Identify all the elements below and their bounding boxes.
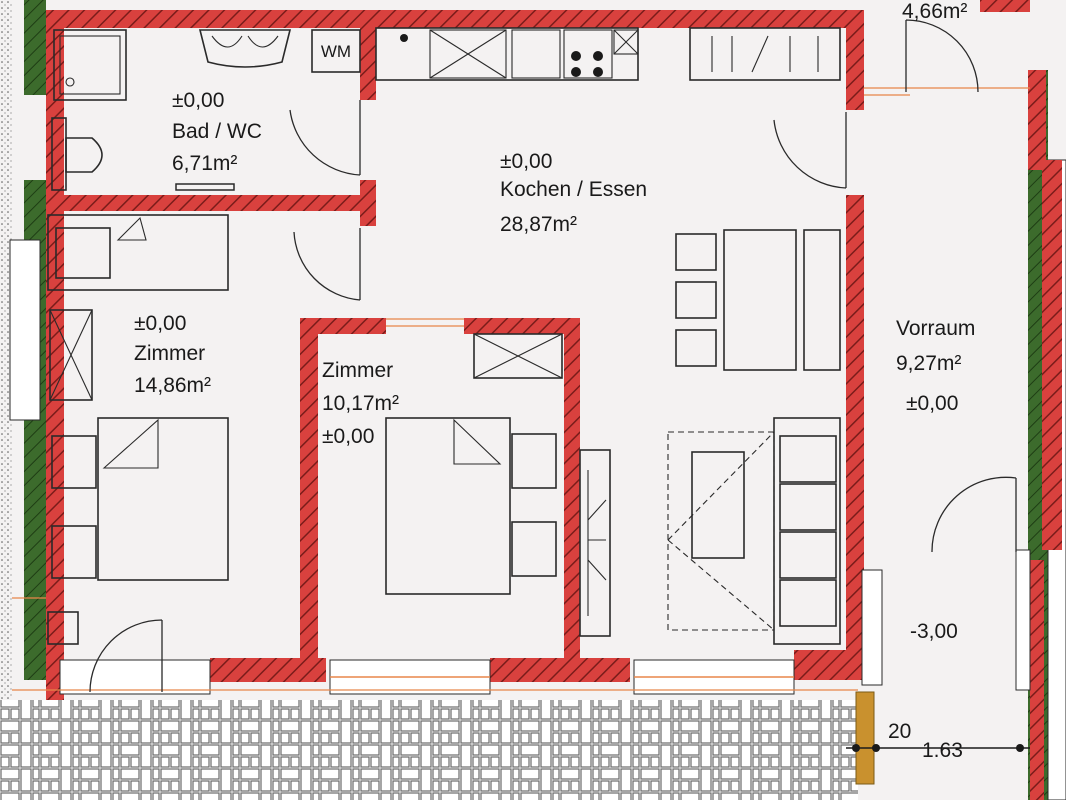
kitchen-level: ±0,00 — [500, 150, 552, 173]
orange-lines — [12, 87, 1030, 691]
small-room-furniture — [385, 333, 611, 637]
room-small-name: Zimmer — [322, 359, 393, 382]
large-room-entry-door-icon — [89, 619, 163, 693]
exterior-level: -3,00 — [910, 620, 958, 643]
hall-level: ±0,00 — [906, 392, 958, 415]
kitchen-name: Kochen / Essen — [500, 178, 647, 201]
windows — [59, 549, 1031, 695]
dimension-small: 20 — [888, 720, 911, 743]
bath-level: ±0,00 — [172, 89, 224, 112]
hall-top-door-icon — [905, 19, 979, 93]
room-small-area: 10,17m² — [322, 392, 399, 415]
walls — [46, 0, 1062, 800]
top-right-area: 4,66m² — [902, 0, 967, 23]
room-large-area: 14,86m² — [134, 374, 211, 397]
kitchen-area: 28,87m² — [500, 213, 577, 236]
exterior-green-wall-top — [24, 0, 46, 95]
terrace-paving — [0, 700, 858, 800]
bath-area: 6,71m² — [172, 152, 237, 175]
large-room-furniture — [47, 214, 229, 645]
hall-area: 9,27m² — [896, 352, 961, 375]
room-large-name: Zimmer — [134, 342, 205, 365]
dimension-line — [846, 744, 1030, 752]
exterior-window-left — [9, 239, 41, 421]
dimension-width: 1.63 — [922, 739, 963, 762]
bath-name: Bad / WC — [172, 120, 262, 143]
room-large-level: ±0,00 — [134, 312, 186, 335]
exterior-gravel-strip — [0, 0, 12, 700]
room-small-level: ±0,00 — [322, 425, 374, 448]
dining-table — [675, 229, 841, 371]
hall-name: Vorraum — [896, 317, 975, 340]
hall-entry-door-icon — [931, 476, 1017, 553]
kitchen-counter — [375, 27, 841, 81]
terrace-wood-post — [855, 691, 875, 785]
kitchen-door-icon — [773, 112, 847, 189]
bath-fixtures: WM — [51, 29, 361, 191]
large-room-door-icon — [293, 228, 361, 301]
washer-label: WM — [321, 42, 351, 61]
bath-door-icon — [289, 100, 361, 176]
living-sofa — [667, 417, 841, 645]
